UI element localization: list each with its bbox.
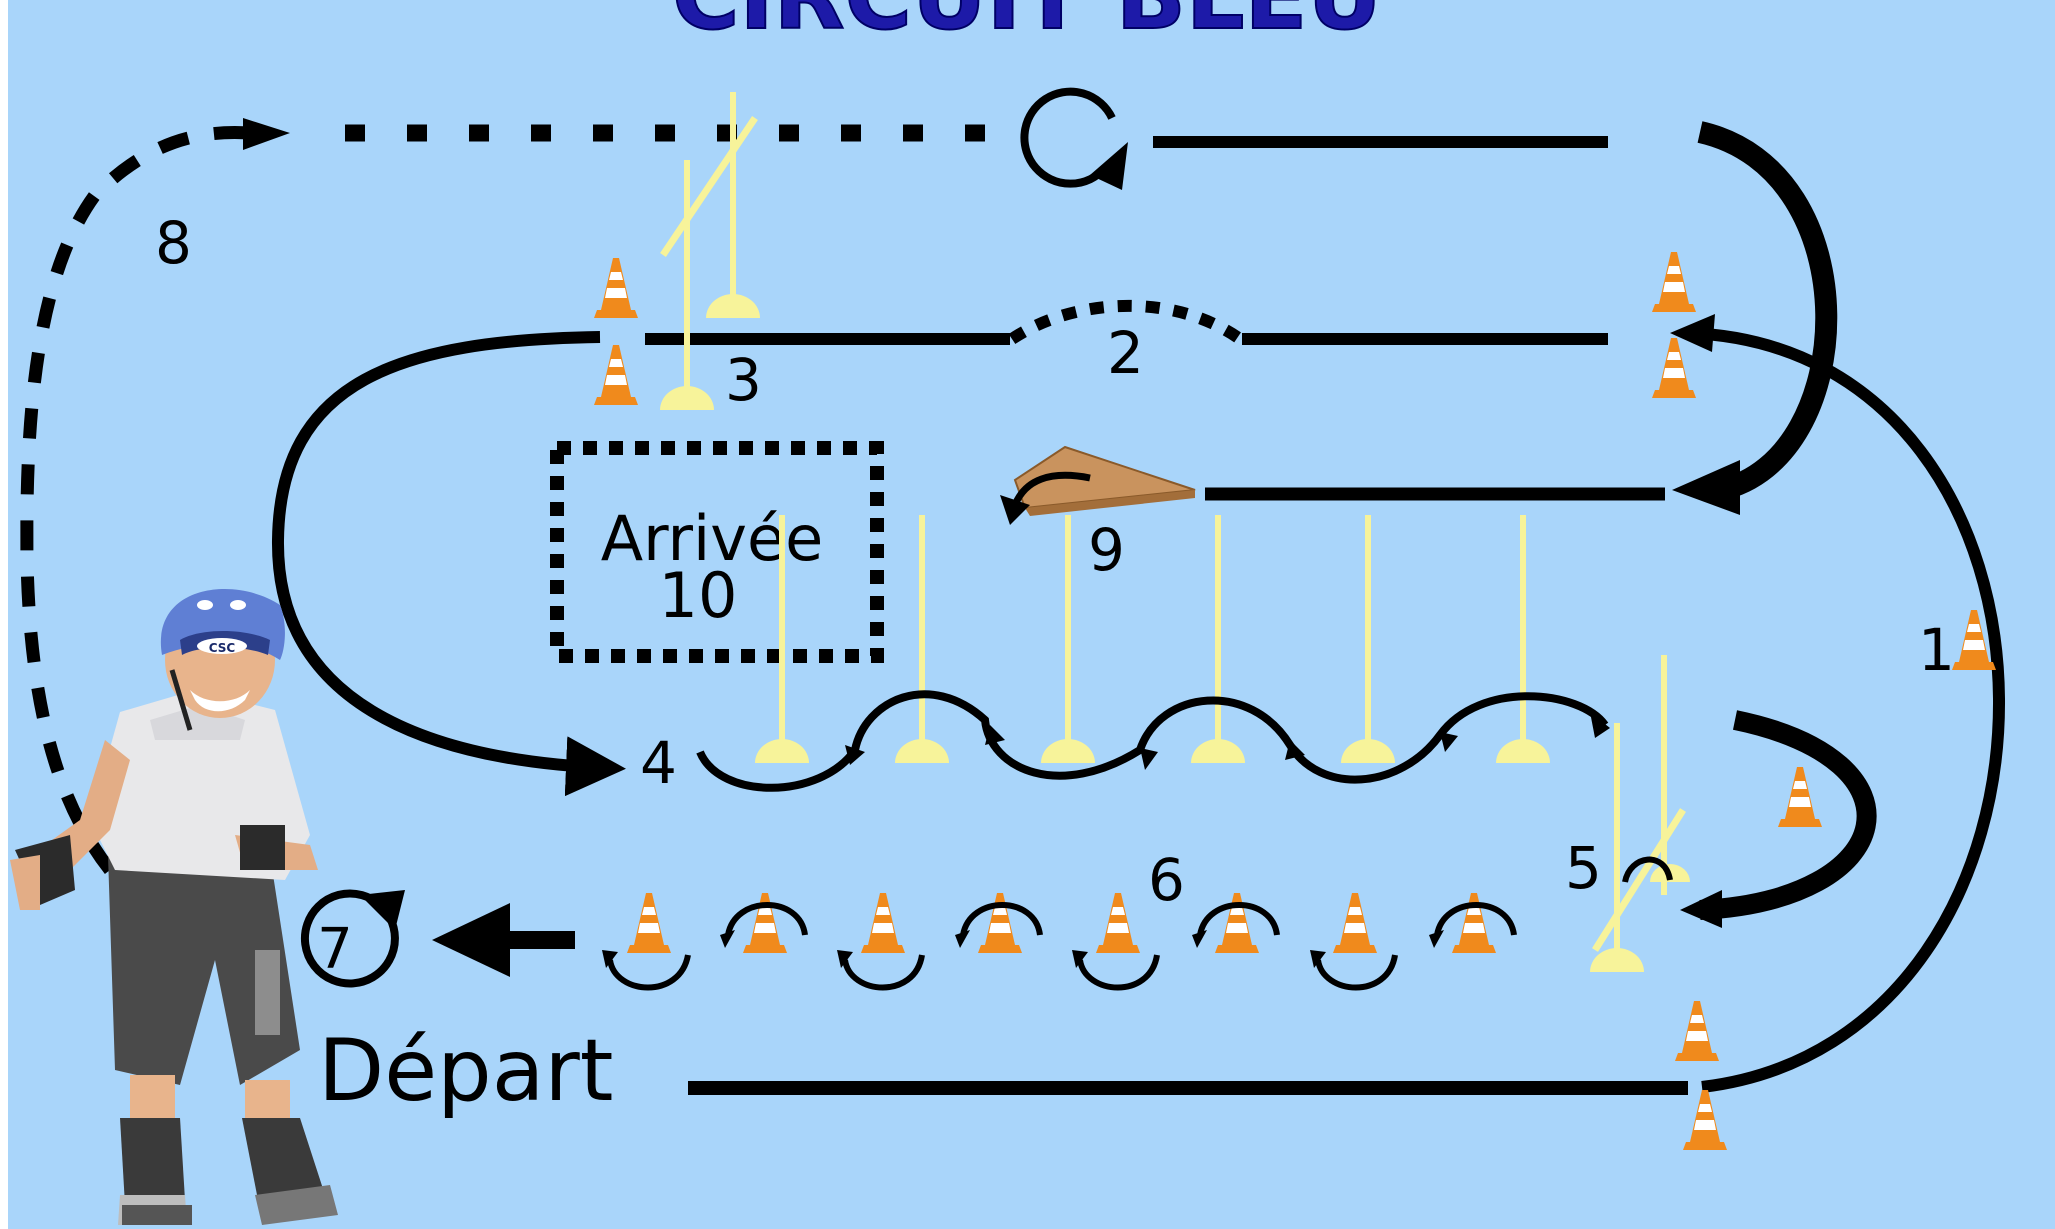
arrow-5-head <box>1680 890 1722 928</box>
left-border <box>0 0 8 1229</box>
finish-label: Arrivée <box>601 502 824 575</box>
finish-number: 10 <box>659 559 738 632</box>
rotation-arrow-top <box>1090 142 1128 190</box>
track-left-curve <box>271 331 626 797</box>
slalom-6-arrowheads <box>602 930 1444 968</box>
arrow-right-uturn-head <box>1672 460 1740 515</box>
gate-5 <box>1590 655 1690 972</box>
rotation-circle-top <box>1020 87 1116 188</box>
slalom-4-poles <box>755 515 1550 763</box>
label-3: 3 <box>725 346 762 414</box>
label-6: 6 <box>1148 846 1185 914</box>
track-2-bump <box>1008 300 1244 344</box>
track-1-outer-curve <box>1689 327 2005 1093</box>
arrow-1-head <box>1670 314 1715 352</box>
label-1: 1 <box>1918 616 1955 684</box>
start-label: Départ <box>318 1021 614 1121</box>
helmet-text: CSC <box>209 641 236 655</box>
rotation-circle-7 <box>300 889 399 988</box>
slalom-4-arrowheads <box>845 712 1610 770</box>
label-2: 2 <box>1107 319 1144 387</box>
label-9: 9 <box>1088 516 1125 584</box>
finish-box <box>550 441 884 663</box>
label-5: 5 <box>1565 834 1602 902</box>
arrow-left-head <box>432 903 510 977</box>
label-8: 8 <box>155 209 192 277</box>
rotation-arrow-7 <box>360 890 405 930</box>
ramp-arrow-head <box>1000 495 1030 525</box>
arrow-8-head <box>243 118 290 150</box>
track-8-dashed-arc <box>20 126 251 875</box>
track-5-curve <box>1699 710 1877 920</box>
slalom-6-arcs <box>607 902 1517 991</box>
gate-3 <box>660 92 760 410</box>
ramp-side <box>1025 490 1195 516</box>
track-right-uturn <box>1697 121 1838 501</box>
page-title: CIRCUIT BLEU <box>672 0 1382 50</box>
skater-child-illustration: CSC <box>10 589 338 1225</box>
label-4: 4 <box>640 729 677 797</box>
label-7: 7 <box>317 917 353 982</box>
ramp-arrow <box>1011 471 1091 507</box>
